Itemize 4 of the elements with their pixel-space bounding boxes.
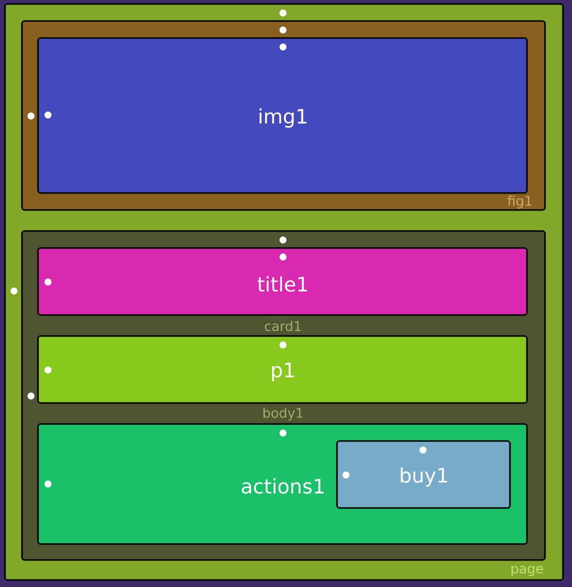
buy-button: buy1 bbox=[336, 440, 511, 509]
paragraph-box: p1 bbox=[37, 335, 528, 404]
image-box: img1 bbox=[37, 37, 528, 194]
title-box: title1 bbox=[37, 247, 528, 316]
